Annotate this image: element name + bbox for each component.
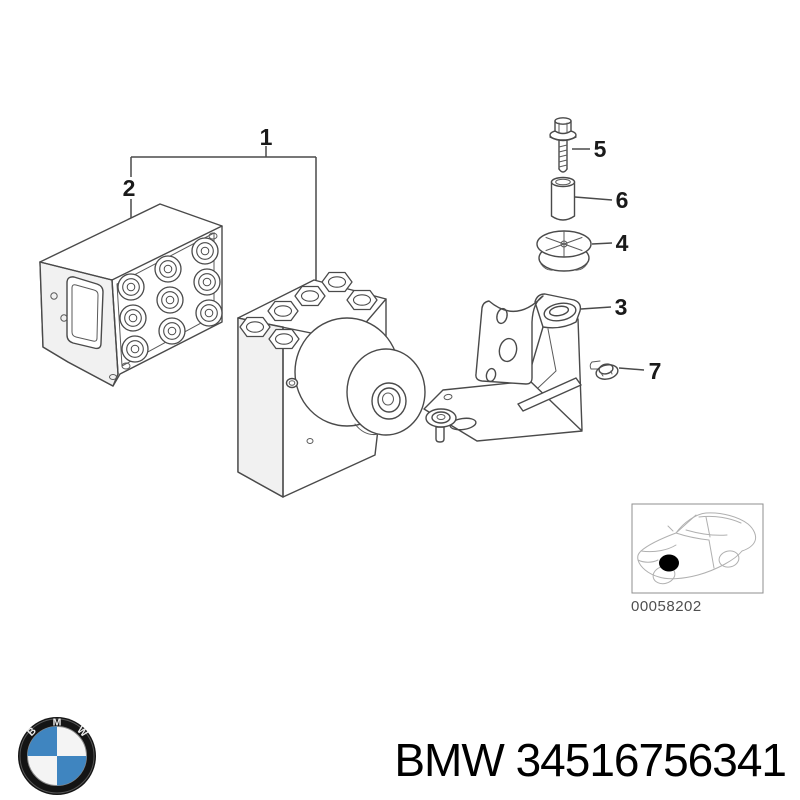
pump-motor [294,317,426,436]
callout-3: 3 [580,294,628,320]
rubber-mount [425,408,457,443]
callout-5-label: 5 [594,136,607,162]
thumbnail-frame [631,503,764,594]
logo-letter-m: M [53,717,62,729]
part-location-dot [659,554,679,572]
footer: B M W BMW 34516756341 [18,717,787,795]
callout-5: 5 [572,136,607,162]
abs-control-unit-drawing [39,203,223,387]
screw-drawing [589,360,619,380]
bolt-drawing [549,117,577,173]
bmw-logo: B M W [18,717,96,795]
rubber-grommet-drawing [536,230,592,272]
callout-1: 1 [130,124,317,280]
car-location-thumbnail: 00058202 [631,503,764,615]
bracket-drawing [423,293,583,443]
callout-6-label: 6 [616,187,629,213]
hydraulic-unit-drawing [237,271,426,498]
callout-4: 4 [591,230,629,256]
spacer-sleeve-drawing [550,176,576,221]
callout-6: 6 [574,187,629,213]
callout-2: 2 [123,175,136,201]
callout-2-label: 2 [123,175,136,201]
callout-4-label: 4 [616,230,629,256]
bracket-front-plate [475,295,544,385]
ecu-connector [66,276,104,350]
callout-7-label: 7 [649,358,662,384]
callout-3-label: 3 [615,294,628,320]
callout-1-label: 1 [260,124,273,150]
part-number-text: BMW 34516756341 [394,734,786,786]
bracket-ring-tab [534,293,582,329]
car-sketch [637,512,757,585]
thumbnail-code: 00058202 [631,598,702,615]
callout-7: 7 [618,358,662,384]
